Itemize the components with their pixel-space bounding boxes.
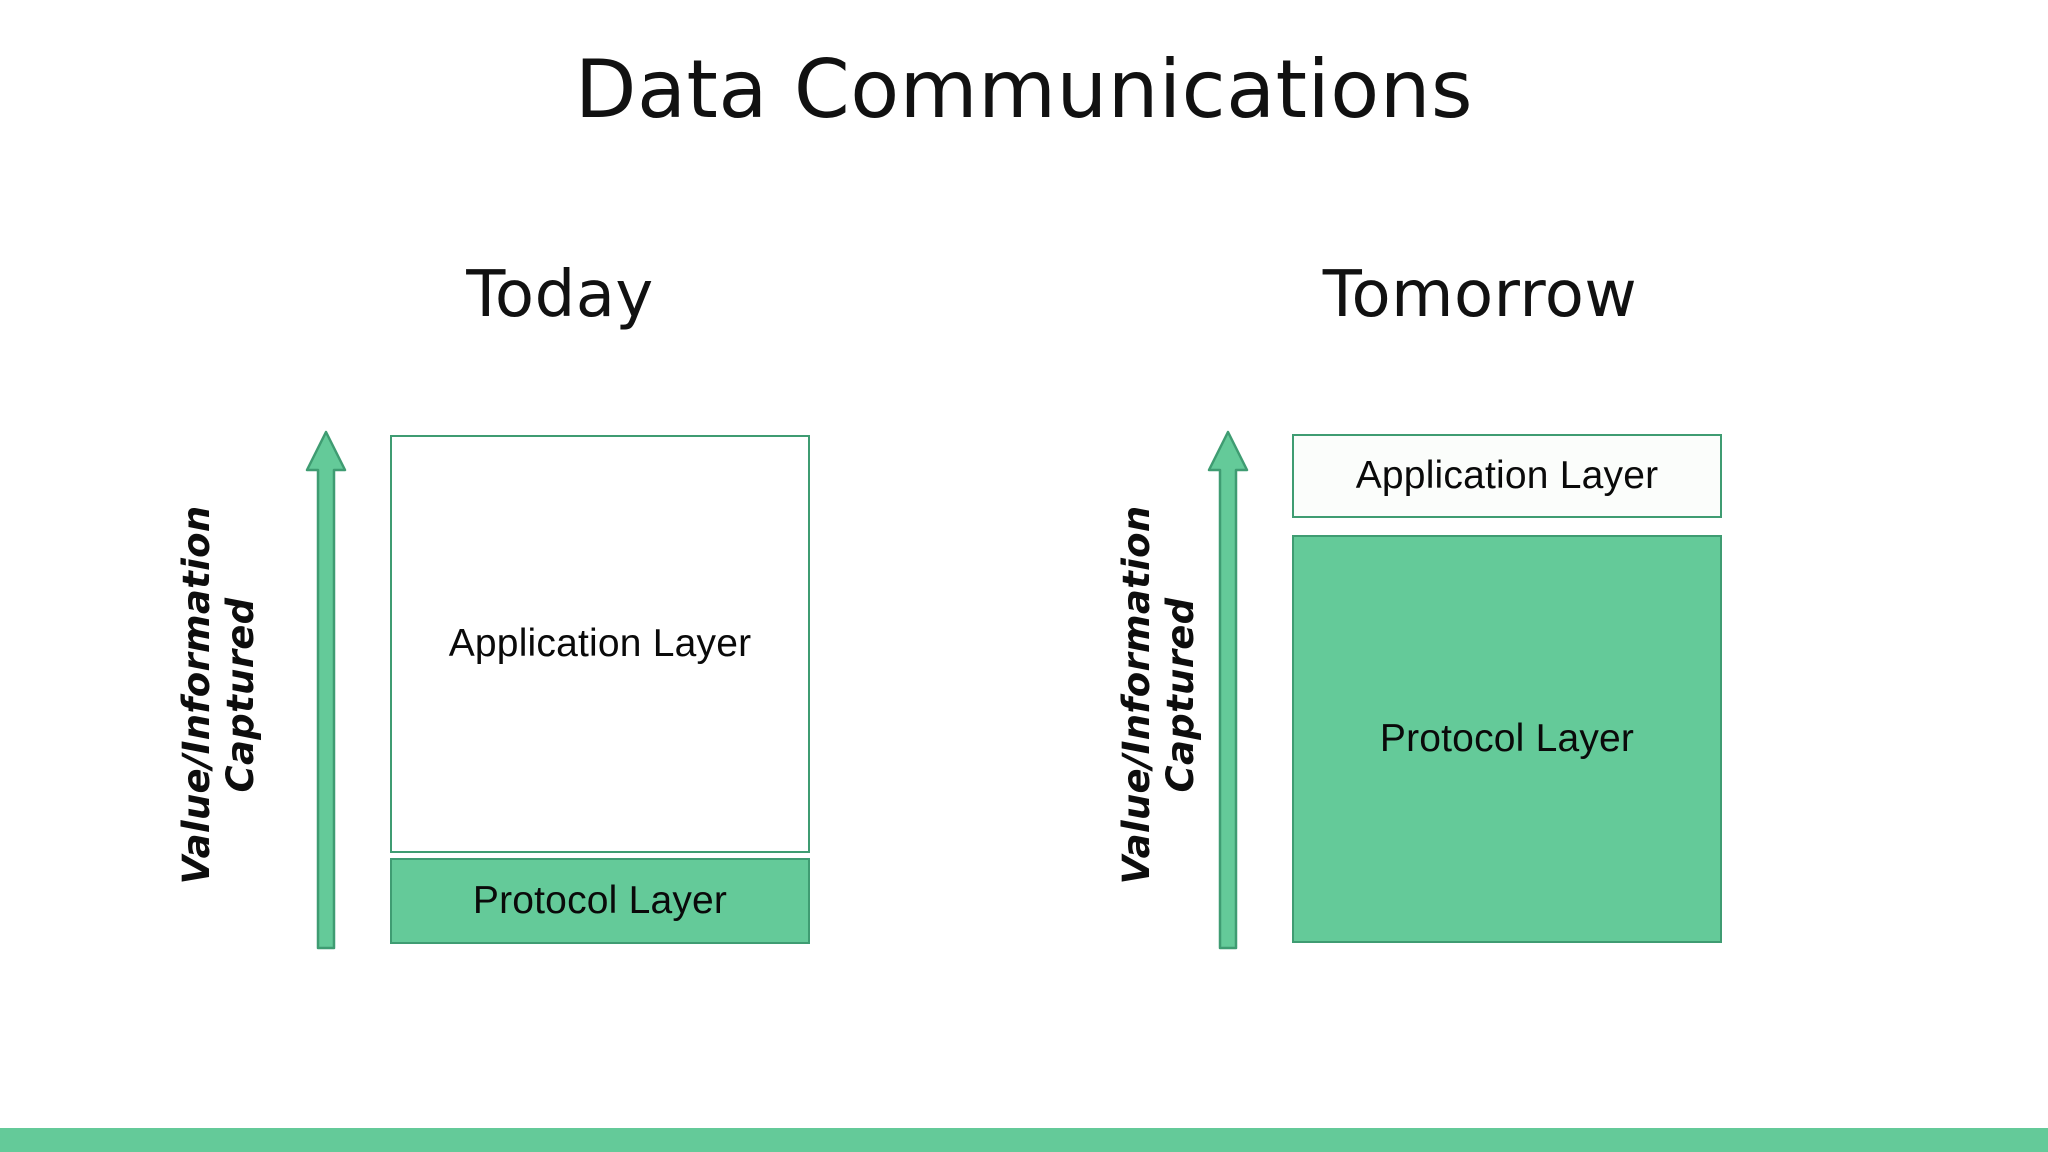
up-arrow-icon-today [304, 428, 348, 952]
layer-box-tomorrow-protocol: Protocol Layer [1292, 535, 1722, 943]
page-title: Data Communications [574, 43, 1474, 136]
layer-label-tomorrow-application: Application Layer [1355, 454, 1659, 497]
bottom-accent-bar [0, 1128, 2048, 1152]
layer-label-today-protocol: Protocol Layer [472, 879, 728, 922]
layer-label-tomorrow-protocol: Protocol Layer [1379, 717, 1635, 760]
layer-label-today-application: Application Layer [448, 622, 752, 665]
up-arrow-icon-tomorrow [1206, 428, 1250, 952]
axis-label-today: Value/Information Captured [175, 505, 262, 885]
layer-box-today-application: Application Layer [390, 435, 810, 853]
layer-box-tomorrow-application: Application Layer [1292, 434, 1722, 518]
column-heading-today: Today [466, 258, 654, 332]
axis-label-tomorrow: Value/Information Captured [1115, 505, 1202, 885]
layer-box-today-protocol: Protocol Layer [390, 858, 810, 944]
column-heading-tomorrow: Tomorrow [1322, 258, 1638, 332]
